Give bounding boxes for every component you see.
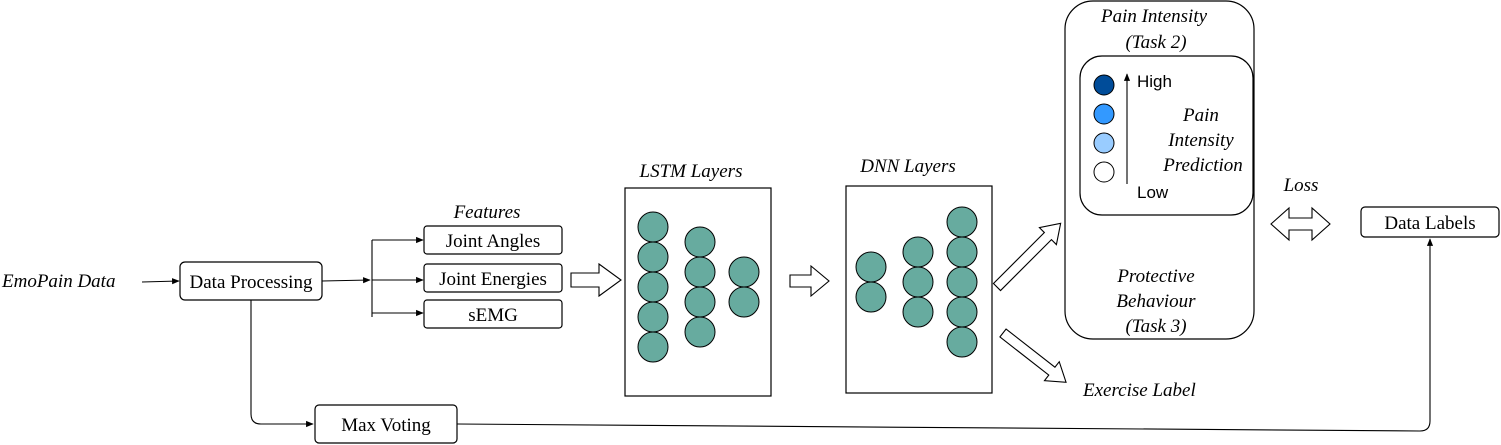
lstm-neuron	[728, 256, 760, 288]
data-labels-node: Data Labels	[1360, 206, 1500, 238]
features-title: Features	[453, 202, 521, 223]
dnn-neuron	[902, 266, 934, 298]
lstm-neuron	[637, 331, 669, 363]
lstm-neuron	[637, 271, 669, 303]
loss-double-arrow	[1270, 206, 1331, 242]
dnn-to-pain-arrow	[992, 222, 1062, 292]
lstm-neuron	[684, 256, 716, 288]
lstm-title: LSTM Layers	[639, 161, 743, 182]
data-labels-label: Data Labels	[1384, 213, 1475, 234]
max-voting-label: Max Voting	[341, 415, 431, 436]
dnn-neurons	[855, 206, 978, 358]
lstm-neuron	[637, 211, 669, 243]
exercise-label: Exercise Label	[1082, 380, 1196, 401]
prediction-line3: Prediction	[1162, 155, 1243, 176]
feature-joint-energies: Joint Energies	[423, 263, 563, 293]
dnn-to-exercise-arrow	[999, 328, 1067, 383]
feature-semg-label: sEMG	[468, 305, 518, 326]
scale-low-label: Low	[1137, 183, 1169, 202]
pain-level-high-dot	[1093, 74, 1115, 96]
data-processing-label: Data Processing	[190, 272, 313, 293]
dnn-neuron	[946, 296, 978, 328]
pain-intensity-title-line1: Pain Intensity	[1100, 6, 1208, 27]
pain-intensity-title-line2: (Task 2)	[1125, 32, 1186, 53]
maxvoting-to-datalabels-arrow	[456, 238, 1434, 432]
lstm-neurons	[637, 211, 760, 363]
dnn-neuron	[946, 236, 978, 268]
input-arrow	[141, 278, 180, 285]
lstm-neuron	[684, 226, 716, 258]
feature-joint-angles-label: Joint Angles	[446, 231, 540, 252]
prediction-line2: Intensity	[1167, 130, 1234, 151]
lstm-neuron	[637, 301, 669, 333]
pain-intensity-panel	[1079, 55, 1254, 216]
dnn-neuron	[902, 236, 934, 268]
scale-high-label: High	[1137, 72, 1172, 91]
dnn-neuron	[946, 326, 978, 358]
dnn-neuron	[946, 266, 978, 298]
dnn-neuron	[855, 281, 887, 313]
protective-line1: Protective	[1116, 266, 1194, 287]
lstm-neuron	[684, 286, 716, 318]
pain-level-2-dot	[1093, 103, 1115, 125]
feature-joint-angles: Joint Angles	[423, 225, 563, 255]
dnn-title: DNN Layers	[859, 156, 956, 177]
dnn-neuron	[855, 251, 887, 283]
pain-level-low-dot	[1093, 161, 1115, 183]
features-to-lstm-arrow	[570, 262, 622, 298]
lstm-neuron	[728, 286, 760, 318]
lstm-neuron	[637, 241, 669, 273]
lstm-to-dnn-arrow	[789, 264, 830, 298]
loss-label: Loss	[1283, 175, 1319, 196]
processing-to-maxvoting-arrow	[250, 300, 314, 428]
prediction-line1: Pain	[1182, 105, 1219, 126]
pain-level-3-dot	[1093, 132, 1115, 154]
dnn-neuron	[902, 296, 934, 328]
input-label: EmoPain Data	[1, 271, 115, 292]
lstm-neuron	[684, 316, 716, 348]
feature-semg: sEMG	[423, 299, 563, 329]
max-voting-node: Max Voting	[314, 404, 458, 444]
processing-to-features-arrow	[321, 277, 371, 284]
protective-line3: (Task 3)	[1125, 316, 1186, 337]
feature-joint-energies-label: Joint Energies	[439, 269, 547, 290]
protective-line2: Behaviour	[1116, 291, 1196, 312]
dnn-neuron	[946, 206, 978, 238]
data-processing-node: Data Processing	[179, 261, 323, 301]
